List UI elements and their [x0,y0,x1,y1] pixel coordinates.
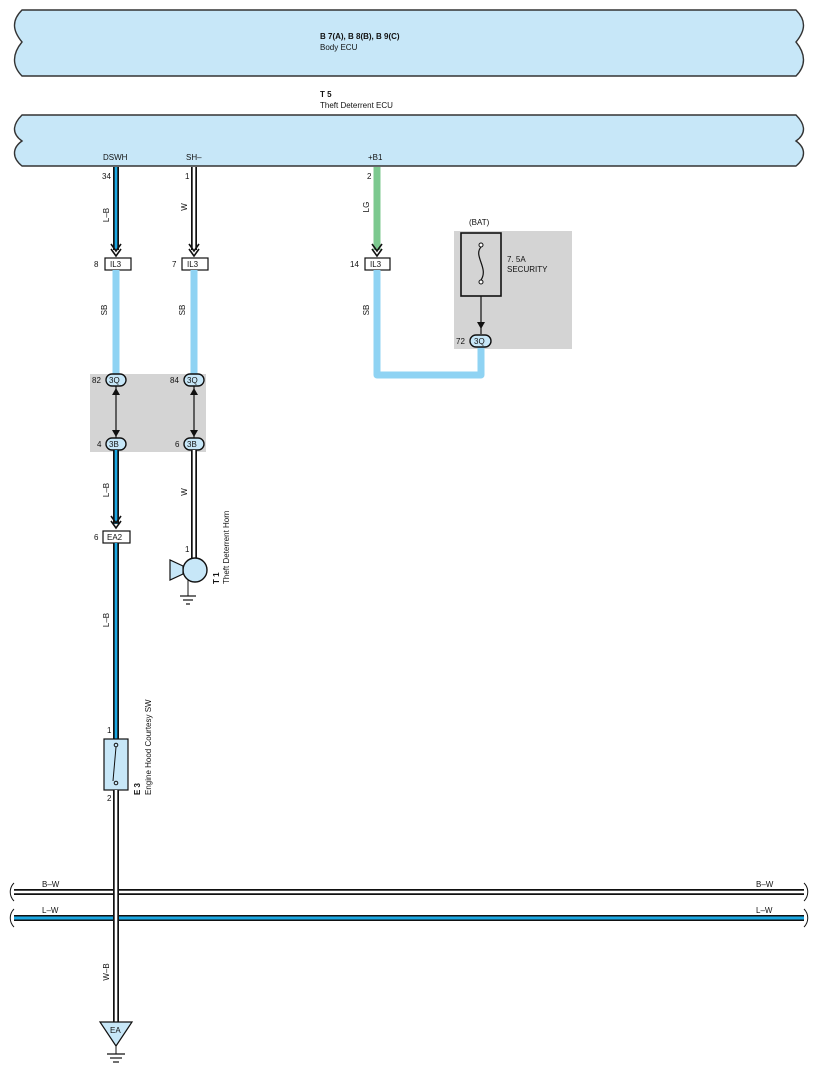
hood-switch-name: Engine Hood Courtesy SW [144,699,153,795]
b1-pin: 2 [367,172,372,181]
circuit-dswh: 34 L–B IL3 8 SB 3Q 82 3B 4 L–B EA2 6 [92,167,153,1063]
wire-lb-label-3: L–B [102,613,111,627]
hood-switch-code: E 3 [133,782,142,795]
connector-arrow-icon [110,243,122,258]
fuse-name: SECURITY [507,265,548,274]
connector-3q-c-pin: 72 [456,337,465,346]
bus-break-right-icon [803,882,809,902]
switch-contact-icon [112,746,117,782]
connector-il3-b-label: IL3 [187,260,199,269]
fuse-icon [478,246,484,281]
terminal-sh-name: SH– [186,153,202,162]
theft-ecu-box [13,114,805,167]
horn-bell-icon [169,559,184,581]
fuse-rating: 7. 5A [507,255,526,264]
wire-lb-label-2: L–B [102,483,111,497]
wire-lb-label-1: L–B [102,208,111,222]
wire-sb-label-2: SB [178,305,187,316]
connector-il3-a-pin: 8 [94,260,99,269]
bus-lw-left-label: L–W [42,906,59,915]
horn-code: T 1 [212,572,221,584]
body-ecu-box [13,9,805,77]
theft-ecu: T 5 Theft Deterrent ECU DSWH SH– +B1 [13,90,805,167]
fuse-block-shade [454,231,572,349]
circuit-sh: 1 W IL3 7 SB 3Q 84 3B 6 W 1 T 1 Theft De… [169,167,231,605]
wire-sb-label-3: SB [362,305,371,316]
connector-il3-c-label: IL3 [370,260,382,269]
wire-sb-3 [373,270,485,379]
bus-lines: B–W B–W L–W L–W [9,880,809,928]
circuit-b1: 2 LG IL3 14 SB 3Q 72 (BAT) 7. 5A SECURIT… [350,167,548,379]
wire-lg-label: LG [362,202,371,213]
sh-pin: 1 [185,172,190,181]
bus-bw-left-label: B–W [42,880,60,889]
connector-arrow-icon [371,243,383,258]
theft-ecu-name: Theft Deterrent ECU [320,101,393,110]
connector-3b-b-label: 3B [187,440,197,449]
horn-name: Theft Deterrent Horn [222,511,231,584]
wire-w-label-1: W [180,203,189,211]
ground-ea-icon [98,1021,134,1048]
connector-ea2-label: EA2 [107,533,123,542]
dswh-pin: 34 [102,172,111,181]
body-ecu: B 7(A), B 8(B), B 9(C) Body ECU [13,9,805,77]
connector-ea2-pin: 6 [94,533,99,542]
body-ecu-name: Body ECU [320,43,358,52]
terminal-b1-name: +B1 [368,153,383,162]
body-ecu-code: B 7(A), B 8(B), B 9(C) [320,32,400,41]
connector-3q-a-pin: 82 [92,376,101,385]
connector-il3-a-label: IL3 [110,260,122,269]
hood-switch-pin-bottom: 2 [107,794,112,803]
connector-3q-c [469,334,492,348]
ground-ea-label: EA [110,1026,121,1035]
connector-3q-c-label: 3Q [474,337,485,346]
hood-switch-pin-top: 1 [107,726,112,735]
bus-break-left-icon [9,882,15,902]
bus-bw-right-label: B–W [756,880,774,889]
horn-icon [182,557,208,583]
horn-pin: 1 [185,545,190,554]
connector-3q-b-label: 3Q [187,376,198,385]
connector-arrow-icon [110,515,122,530]
connector-3b-b-pin: 6 [175,440,180,449]
connector-3b-a-pin: 4 [97,440,102,449]
fuse-source: (BAT) [469,218,490,227]
fuse-arrow-icon [477,322,485,329]
connector-3b-a-label: 3B [109,440,119,449]
bus-break-right-icon [803,908,809,928]
bus-lw-right-label: L–W [756,906,773,915]
theft-ecu-code: T 5 [320,90,332,99]
connector-3q-a-label: 3Q [109,376,120,385]
bus-break-left-icon [9,908,15,928]
wire-sb-label-1: SB [100,305,109,316]
connector-arrow-icon [188,243,200,258]
connector-il3-c-pin: 14 [350,260,359,269]
connector-3q-b-pin: 84 [170,376,179,385]
wire-wb-label: W–B [102,963,111,980]
wire-w-label-2: W [180,488,189,496]
terminal-dswh-name: DSWH [103,153,128,162]
connector-il3-b-pin: 7 [172,260,177,269]
